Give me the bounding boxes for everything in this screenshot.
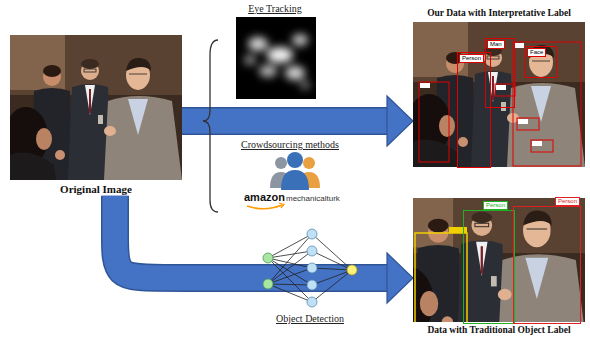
blank-tag <box>518 119 528 124</box>
object-tag: Person <box>483 201 508 210</box>
original-image: Original Image <box>10 35 182 196</box>
blank-tag <box>532 141 542 146</box>
label-overlay <box>413 198 585 322</box>
label-overlay <box>10 35 182 180</box>
bounding-box <box>415 233 467 322</box>
blank-tag <box>514 43 524 48</box>
bounding-box <box>513 42 581 166</box>
photo-illustration <box>10 35 182 180</box>
image-caption: Data with Traditional Object Label <box>413 325 585 336</box>
heatmap <box>236 17 316 99</box>
bounding-box <box>531 140 553 152</box>
bounding-box: Person <box>513 206 581 324</box>
arrow-outline <box>182 107 387 135</box>
arrow-outline <box>115 196 387 278</box>
bounding-box: Man <box>485 38 515 108</box>
object-tag: Person <box>459 54 484 63</box>
logo-text: amazon <box>244 191 285 204</box>
object-tag: Person <box>555 197 580 206</box>
photo-frame <box>10 35 182 180</box>
flow-arrow <box>115 196 413 303</box>
arrow-band <box>115 196 387 278</box>
blank-tag <box>420 83 430 88</box>
bounding-box <box>419 82 449 162</box>
arrow-head <box>387 96 413 146</box>
method-caption: Object Detection <box>255 313 365 325</box>
bounding-box <box>495 84 515 96</box>
curly-bracket <box>203 40 218 212</box>
traditional-image: Data with Traditional Object LabelPerson… <box>413 198 585 336</box>
blank-tag <box>496 85 506 90</box>
bounding-box: Person <box>463 210 515 324</box>
blank-tag <box>449 227 467 233</box>
arrow-head <box>387 253 413 303</box>
photo-frame <box>413 198 585 322</box>
method-caption: Eye Tracking <box>226 3 324 15</box>
image-caption: Original Image <box>10 183 182 196</box>
bounding-box: Face <box>525 46 557 78</box>
arrow-band <box>182 109 387 134</box>
amazon-smile <box>247 203 284 209</box>
flow-arrow <box>182 96 413 146</box>
image-caption: Our Data with Interpretative Label <box>413 8 585 19</box>
neural-network-icon <box>263 229 357 307</box>
logo-text: mechanicalturk <box>286 194 340 203</box>
photo-illustration <box>413 198 585 322</box>
people-icon <box>270 152 320 190</box>
object-tag: Face <box>527 48 546 57</box>
bounding-box <box>517 118 539 130</box>
interpretative-image: Our Data with Interpretative LabelPerson… <box>413 8 585 167</box>
object-tag: Man <box>487 40 505 49</box>
method-caption: Crowdsourcing methods <box>230 139 350 151</box>
